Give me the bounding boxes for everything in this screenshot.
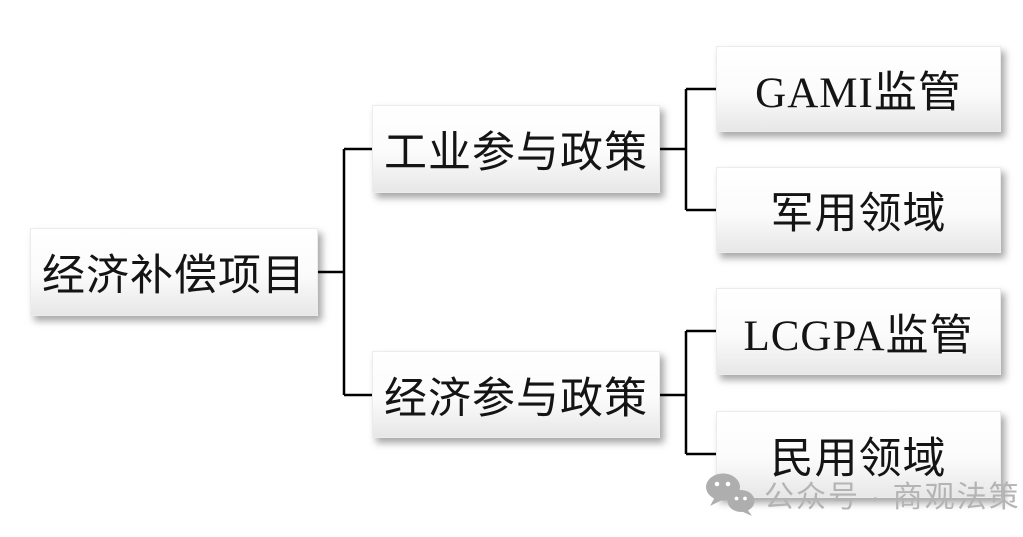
node-label: 经济补偿项目 (42, 253, 306, 300)
node-label: 民用领域 (770, 435, 947, 483)
node-economic-participation-policy: 经济参与政策 (372, 351, 660, 438)
node-industrial-participation-policy: 工业参与政策 (372, 105, 660, 193)
node-lcgpa-regulation: LCGPA监管 (716, 288, 1001, 375)
node-label: LCGPA监管 (743, 312, 974, 360)
node-label: 军用领域 (770, 191, 947, 238)
node-label: GAMI监管 (755, 70, 962, 117)
connector-economic-to-children (660, 329, 716, 456)
connector-industrial-to-children (660, 87, 716, 212)
node-gami-regulation: GAMI监管 (716, 46, 1001, 132)
node-label: 工业参与政策 (384, 130, 648, 177)
node-civil-domain: 民用领域 (716, 411, 1001, 498)
watermark: 公众号 · 商观法策 (704, 472, 1021, 516)
wechat-icon (706, 473, 755, 516)
connector-root-to-level1 (318, 147, 372, 397)
watermark-text: 公众号 · 商观法策 (764, 481, 1021, 514)
node-label: 经济参与政策 (384, 375, 648, 423)
node-military-domain: 军用领域 (716, 167, 1001, 253)
node-economic-compensation-project: 经济补偿项目 (30, 228, 318, 316)
